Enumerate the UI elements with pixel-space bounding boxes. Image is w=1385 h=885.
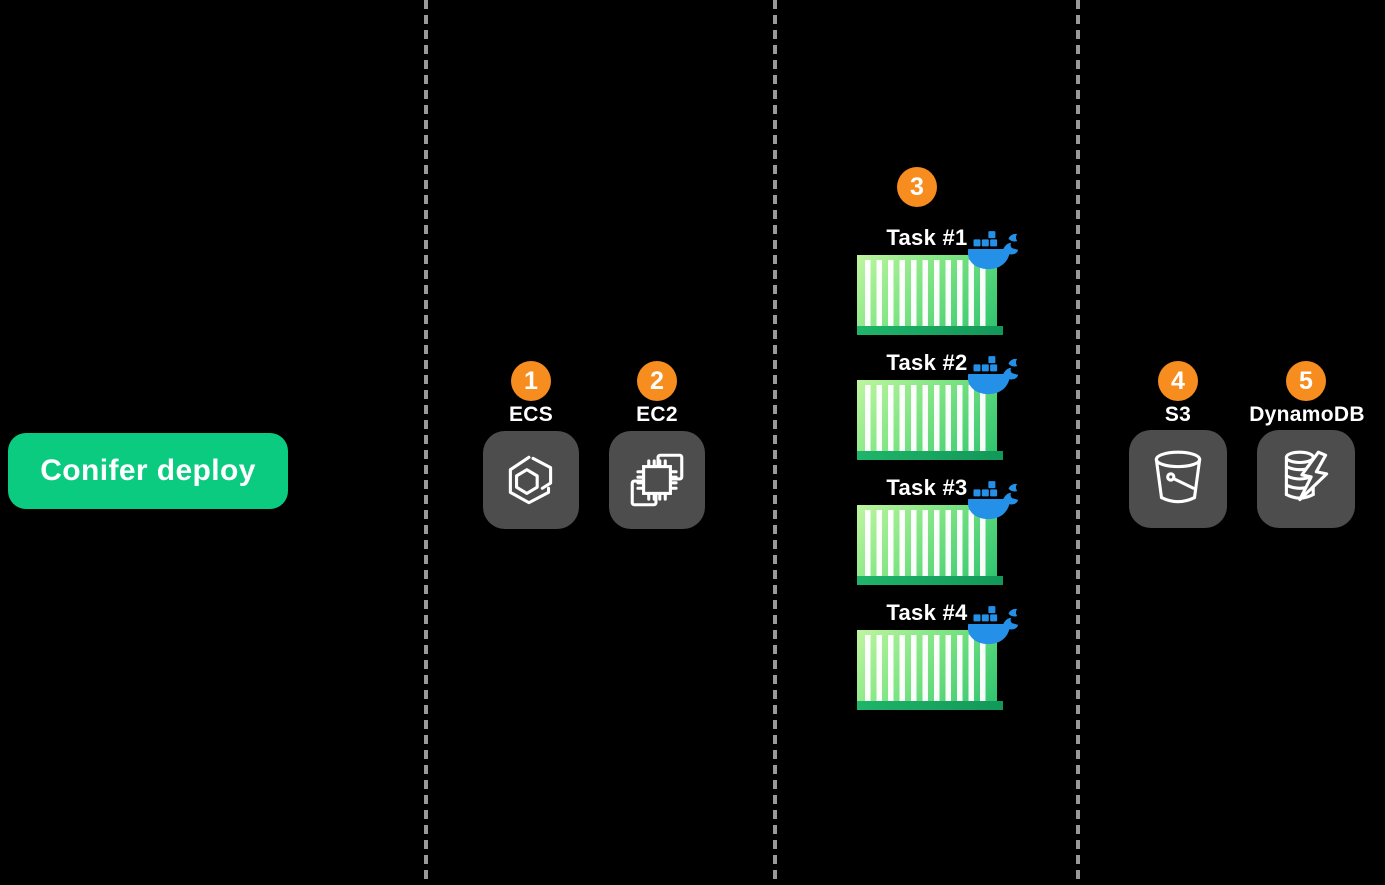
docker-whale-icon xyxy=(967,481,1019,520)
task-label: Task #2 xyxy=(886,350,968,375)
step-badge-s3: 4 xyxy=(1158,361,1198,401)
container-icon xyxy=(857,505,997,576)
task-label: Task #1 xyxy=(886,225,968,250)
dynamodb-icon xyxy=(1284,450,1329,502)
task-block-2: Task #2 xyxy=(857,350,1019,462)
container-icon xyxy=(857,255,997,326)
step-badge-ecs: 1 xyxy=(511,361,551,401)
docker-whale-icon xyxy=(967,231,1019,270)
step-badge-tasks: 3 xyxy=(897,167,937,207)
container-base xyxy=(857,326,1003,335)
dynamodb-label: DynamoDB xyxy=(1249,403,1365,426)
container-icon xyxy=(857,380,997,451)
ec2-tile xyxy=(609,431,705,529)
ecs-hexagon-icon xyxy=(508,455,553,505)
task-block-1: Task #1 xyxy=(857,225,1019,337)
ecs-tile xyxy=(483,431,579,529)
s3-tile xyxy=(1129,430,1227,528)
ec2-label: EC2 xyxy=(636,403,678,426)
column-divider-2 xyxy=(773,0,777,885)
ec2-chip-icon xyxy=(630,453,684,507)
step-badge-ec2: 2 xyxy=(637,361,677,401)
container-base xyxy=(857,576,1003,585)
column-divider-1 xyxy=(424,0,428,885)
ecs-label: ECS xyxy=(508,403,554,426)
task-label: Task #4 xyxy=(886,600,968,625)
container-base xyxy=(857,451,1003,460)
task-block-4: Task #4 xyxy=(857,600,1019,712)
container-base xyxy=(857,701,1003,710)
s3-label: S3 xyxy=(1164,403,1192,426)
task-block-3: Task #3 xyxy=(857,475,1019,587)
docker-whale-icon xyxy=(967,356,1019,395)
task-label: Task #3 xyxy=(886,475,968,500)
conifer-deploy-button[interactable]: Conifer deploy xyxy=(8,433,288,509)
column-divider-3 xyxy=(1076,0,1080,885)
s3-bucket-icon xyxy=(1154,450,1202,504)
step-badge-dynamodb: 5 xyxy=(1286,361,1326,401)
docker-whale-icon xyxy=(967,606,1019,645)
dynamodb-tile xyxy=(1257,430,1355,528)
container-icon xyxy=(857,630,997,701)
